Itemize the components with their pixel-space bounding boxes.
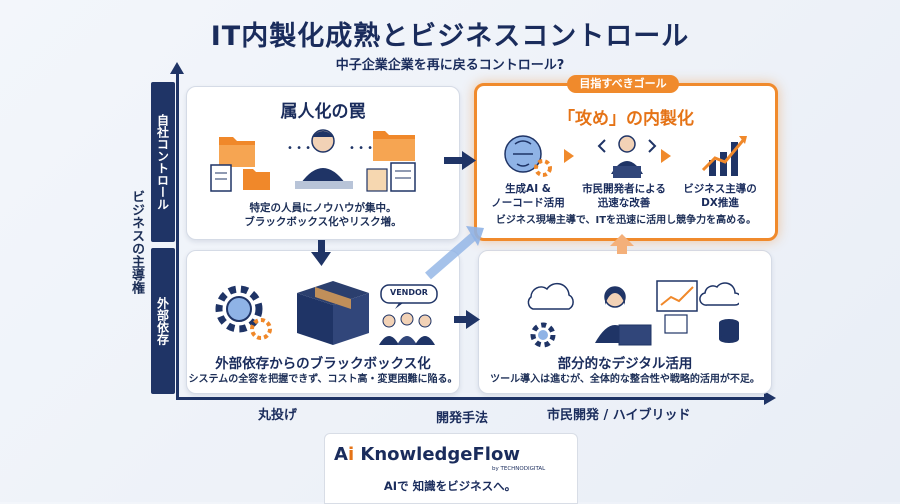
vendor-blackbox-illustration bbox=[215, 281, 438, 345]
panel-desc: システムの全容を把握できず、コスト高・変更困難に陥る。 bbox=[188, 374, 458, 385]
panel-title: 「攻め」の内製化 bbox=[558, 109, 694, 129]
panel-desc: ビジネス現場主導で、ITを迅速に活用し競争力を高める。 bbox=[495, 215, 757, 226]
folder-icon bbox=[219, 137, 255, 167]
page-title: IT内製化成熟とビジネスコントロール bbox=[210, 21, 690, 52]
panel-vendor-blackbox: VENDOR 外部依存からのブラックボックス化 システムの全容を把握できず、コス… bbox=[186, 250, 460, 394]
panel-desc: ツール導入は進むが、全体的な整合性や戦略的活用が不足。 bbox=[490, 374, 760, 385]
arrow-right-icon bbox=[454, 310, 480, 329]
document-icon bbox=[210, 164, 232, 192]
arrow-up-icon bbox=[610, 234, 634, 254]
y-axis-label: ビジネスの主導権 bbox=[129, 190, 144, 294]
partial-digital-illustration bbox=[527, 280, 739, 348]
x-axis bbox=[176, 391, 776, 405]
gear-icon bbox=[530, 322, 556, 348]
panel-title: 部分的なデジタル活用 bbox=[557, 356, 693, 372]
developer-icon bbox=[597, 135, 657, 178]
panel-title: 属人化の罠 bbox=[280, 102, 366, 122]
logo-name: KnowledgeFlow bbox=[360, 444, 520, 465]
step-line2: ノーコード活用 bbox=[491, 197, 565, 209]
growth-chart-icon bbox=[701, 136, 747, 176]
x-axis-label: 開発手法 bbox=[436, 411, 489, 426]
stressed-worker-illustration: • • • • • • bbox=[210, 129, 416, 192]
folder-icon bbox=[373, 131, 415, 161]
person-at-laptop-icon bbox=[595, 286, 652, 346]
footer-tagline: AIで 知識をビジネスへ。 bbox=[383, 479, 517, 493]
panel-desc-line1: 特定の人員にノウハウが集中。 bbox=[249, 202, 397, 214]
page-subtitle: 中子企業企業を再に戻るコントロール? bbox=[335, 58, 565, 73]
logo-byline: by TECHNODIGITAL bbox=[492, 466, 546, 472]
step-line1: 市民開発者による bbox=[582, 183, 666, 195]
speech-bubble-icon bbox=[380, 284, 438, 309]
panel-silo-trap: 属人化の罠 • • • • • • bbox=[186, 86, 460, 240]
person-icon bbox=[295, 129, 353, 189]
arrow-right-icon bbox=[444, 151, 476, 170]
step-line1: ビジネス主導の bbox=[683, 183, 757, 195]
folder-icon bbox=[243, 169, 270, 190]
gear-icon bbox=[215, 285, 263, 333]
arrow-diagonal-icon bbox=[425, 226, 484, 280]
cloud-icon bbox=[699, 282, 739, 306]
ai-brain-icon bbox=[504, 135, 552, 177]
document-icon bbox=[366, 168, 388, 192]
svg-text:• • •: • • • bbox=[287, 143, 311, 154]
y-band-self-control: 自社コントロール bbox=[151, 82, 175, 242]
logo-i-letter: i bbox=[347, 444, 355, 465]
svg-text:• • •: • • • bbox=[349, 143, 373, 154]
y-axis bbox=[170, 62, 184, 399]
y-band-external-dependence: 外部依存 bbox=[151, 248, 175, 394]
goal-step-1: 生成AI & ノーコード活用 bbox=[483, 182, 573, 210]
x-tick-citizen-dev: 市民開発 / ハイブリッド bbox=[547, 408, 691, 423]
logo-ai-letter: A bbox=[334, 444, 348, 465]
step-line1: 生成AI & bbox=[505, 183, 551, 195]
panel-partial-digital: 部分的なデジタル活用 ツール導入は進むが、全体的な整合性や戦略的活用が不足。 bbox=[478, 250, 772, 394]
chart-icon bbox=[656, 280, 698, 334]
people-icon bbox=[379, 312, 435, 345]
panel-desc-line2: ブラックボックス化やリスク増。 bbox=[244, 216, 402, 228]
box-icon bbox=[297, 281, 369, 345]
cloud-icon bbox=[527, 282, 574, 310]
goal-step-3: ビジネス主導の DX推進 bbox=[675, 182, 765, 210]
x-tick-outsourcing: 丸投げ bbox=[258, 408, 298, 423]
goal-step-2: 市民開発者による 迅速な改善 bbox=[579, 182, 669, 210]
brand-logo: Ai KnowledgeFlow bbox=[334, 444, 520, 465]
database-icon bbox=[719, 319, 739, 343]
step-line2: DX推進 bbox=[701, 197, 739, 209]
vendor-label: VENDOR bbox=[390, 288, 428, 297]
step-line2: 迅速な改善 bbox=[597, 197, 651, 209]
step-arrow-icon bbox=[564, 149, 574, 163]
document-icon bbox=[390, 162, 416, 192]
step-arrow-icon bbox=[661, 149, 671, 163]
arrow-down-icon bbox=[311, 240, 331, 266]
footer-logo-card bbox=[324, 433, 578, 504]
goal-steps-icons bbox=[504, 135, 747, 178]
gear-icon bbox=[250, 318, 272, 340]
goal-badge: 目指すべきゴール bbox=[567, 75, 679, 93]
panel-title: 外部依存からのブラックボックス化 bbox=[215, 356, 431, 372]
